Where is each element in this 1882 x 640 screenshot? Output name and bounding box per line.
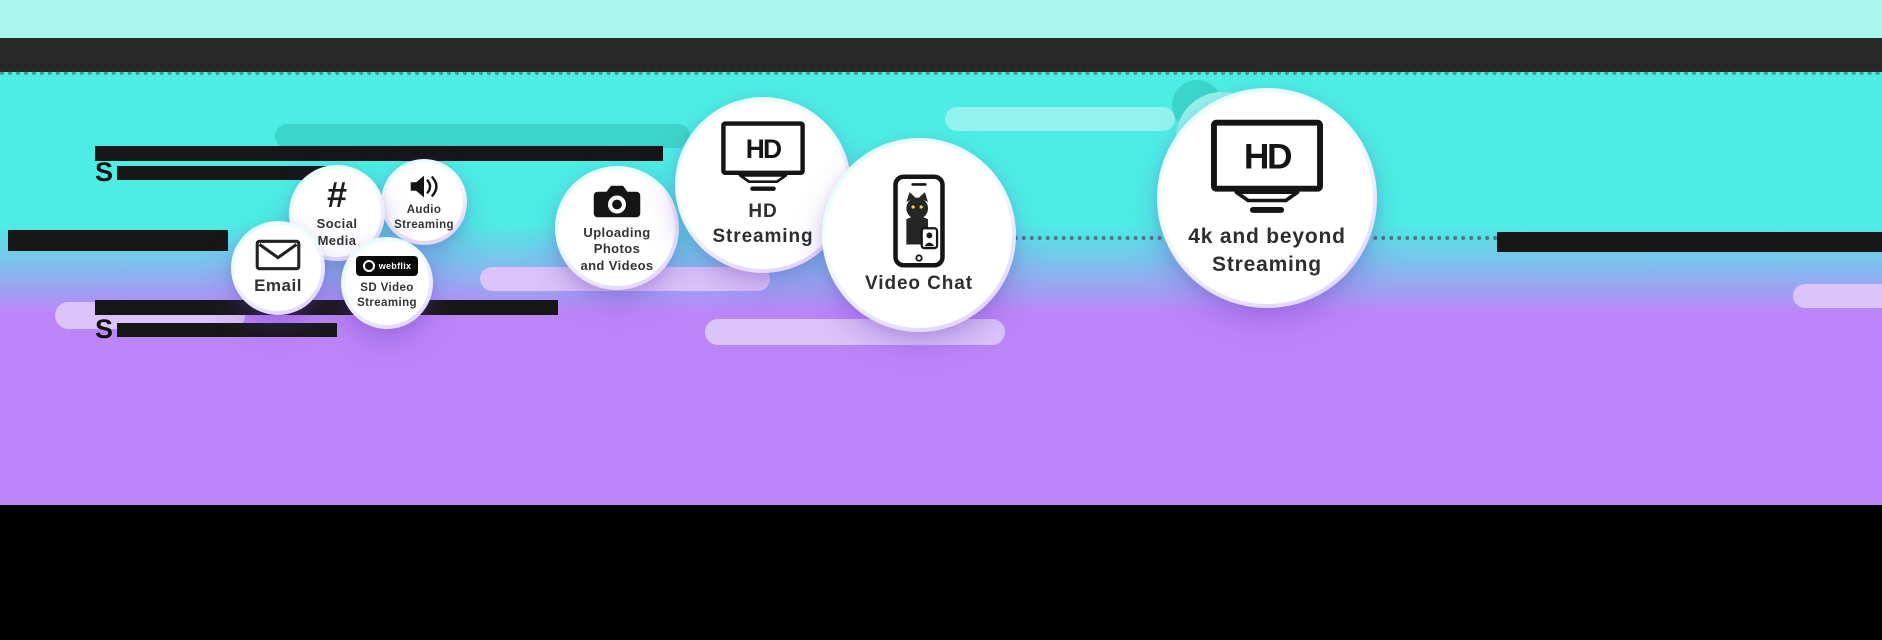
bubble-audio-streaming: Audio Streaming [381,159,467,245]
phone-video-chat-icon [893,174,945,268]
redacted-text-bar-3 [8,230,228,251]
speed-line-lavender-right [1793,284,1882,308]
camera-icon [593,185,641,218]
webflix-logo: webflix [355,256,419,277]
dotted-divider-top [0,71,1882,75]
webflix-ring-icon [362,260,375,273]
bubble-4k-streaming: HD 4k and beyond Streaming [1157,88,1377,308]
redacted-text-bar-1 [95,146,663,161]
redacted-heading-2: S [95,314,338,344]
email-label: Email [254,276,302,296]
speed-line-teal [275,124,690,148]
top-light-band [0,0,1882,38]
redacted-text-bar-5 [117,322,338,337]
bubble-uploading-photos: Uploading Photos and Videos [555,166,679,290]
speed-line-cyan [945,107,1175,131]
audio-streaming-label: Audio Streaming [394,204,454,231]
video-chat-label: Video Chat [865,272,973,294]
svg-text:HD: HD [1244,138,1292,177]
bubble-video-chat: Video Chat [822,138,1016,332]
sd-video-streaming-label: SD Video Streaming [357,282,417,309]
bubble-hd-streaming: HD HD Streaming [675,97,851,273]
hd-streaming-label: HD Streaming [712,201,814,247]
tv-hd-icon: HD [1211,119,1323,214]
redacted-heading-1: S [95,157,338,187]
heading-letter-s-1: S [95,157,114,187]
heading-letter-s-2: S [95,314,114,344]
4k-streaming-label: 4k and beyond Streaming [1188,225,1346,276]
social-media-label: Social Media [316,216,358,248]
svg-text:HD: HD [746,134,781,164]
hashtag-icon: # [326,174,348,216]
footer-black-band [0,505,1882,640]
envelope-icon [255,240,301,271]
redacted-text-bar-4 [95,300,558,315]
redacted-text-bar-6 [1497,232,1882,252]
redacted-text-bar-2 [117,165,338,180]
header-bar [0,38,1882,72]
bubble-email: Email [231,221,325,315]
uploading-photos-label: Uploading Photos and Videos [580,225,654,273]
tv-hd-icon: HD [721,121,805,192]
speaker-icon [410,175,438,198]
bubble-sd-video-streaming: webflix SD Video Streaming [341,237,433,329]
webflix-wordmark: webflix [378,261,412,272]
